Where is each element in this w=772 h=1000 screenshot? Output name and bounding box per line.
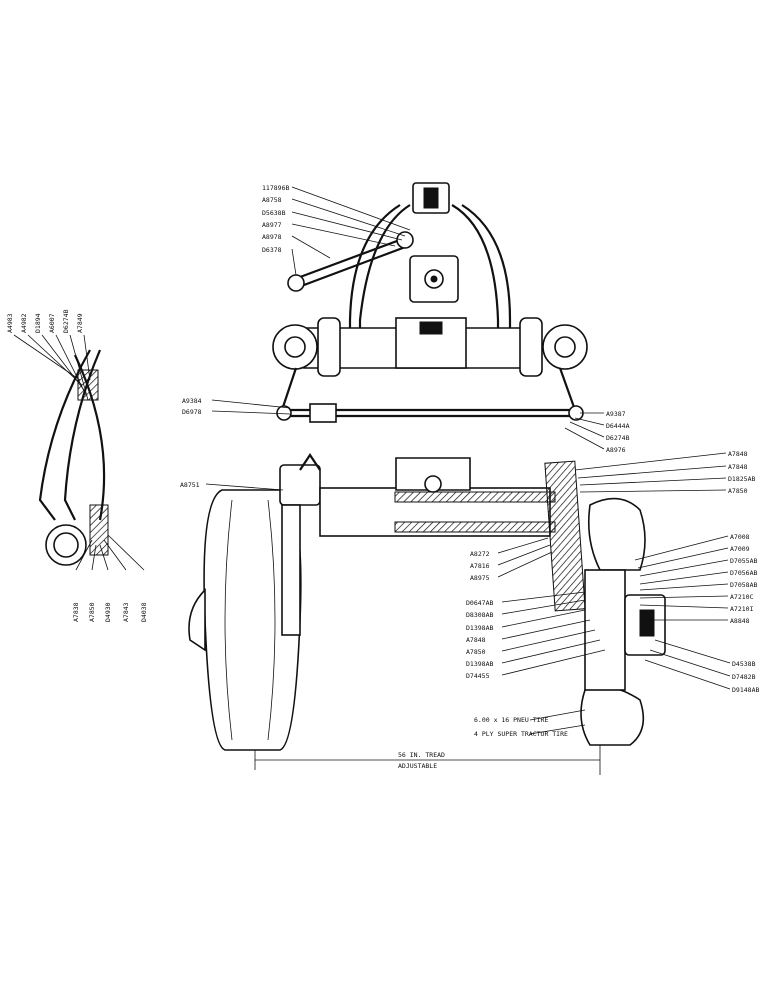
- part-label: D6978: [182, 408, 202, 416]
- part-label: D4538B: [732, 660, 756, 668]
- tire-note: 6.00 x 16 PNEU TIRE: [474, 716, 548, 724]
- part-label: A4982: [20, 313, 28, 333]
- tread-dimension-label: ADJUSTABLE: [398, 762, 437, 770]
- label-group-mid-center: A8272 A7816 A8975: [470, 550, 490, 582]
- part-label: A7843: [122, 602, 130, 622]
- part-label: A8977: [262, 221, 282, 229]
- label-group-right-upper: A7848 A7848 D1825AB A7850: [728, 450, 755, 495]
- part-label: D6444A: [606, 422, 630, 430]
- part-label: D6274B: [606, 434, 630, 442]
- label-group-top: 117896B A8758 D5638B A8977 A8978 D6378: [262, 184, 289, 254]
- part-label: 117896B: [262, 184, 289, 192]
- part-label: D1825AB: [728, 475, 755, 483]
- label-group-tie-rod-left: A9384 D6978: [182, 397, 202, 416]
- label-group-tie-rod-right: A9387 D6444A D6274B A8976: [606, 410, 630, 454]
- part-label: A9384: [182, 397, 202, 405]
- part-label: D0647AB: [466, 599, 493, 607]
- leader-lines: [13, 186, 731, 735]
- part-label: A7816: [470, 562, 490, 570]
- part-label: D4038: [140, 602, 148, 622]
- part-label: A7838: [72, 602, 80, 622]
- part-label: D7056AB: [730, 569, 757, 577]
- part-label: D1894: [34, 313, 42, 333]
- tread-dimension-label: 56 IN. TREAD: [398, 751, 445, 759]
- label-group-right-lower: D4538B D7482B D9148AB: [732, 660, 759, 694]
- part-label: A6007: [48, 313, 56, 333]
- part-label: A7850: [728, 487, 748, 495]
- part-label: A4983: [6, 313, 14, 333]
- part-label: D6274B: [62, 309, 70, 333]
- part-label: A7210I: [730, 605, 754, 613]
- part-label: A8751: [180, 481, 200, 489]
- part-label: A8978: [262, 233, 282, 241]
- part-label: D7055AB: [730, 557, 757, 565]
- part-label: A8975: [470, 574, 490, 582]
- tire-notes: 6.00 x 16 PNEU TIRE 4 PLY SUPER TRACTOR …: [474, 716, 568, 738]
- part-label: D74455: [466, 672, 490, 680]
- part-label: A7009: [730, 545, 750, 553]
- part-label: A7850: [88, 602, 96, 622]
- part-label: A7850: [466, 648, 486, 656]
- part-label: D7482B: [732, 673, 756, 681]
- front-elevation: [188, 453, 666, 775]
- part-label: A8758: [262, 196, 282, 204]
- part-label: D1398AB: [466, 660, 493, 668]
- part-label: D6378: [262, 246, 282, 254]
- label-group-center-lower: D0647AB D8308AB D1398AB A7848 A7850 D139…: [466, 599, 493, 680]
- left-side-view: [38, 349, 109, 566]
- label-group-left-view-bottom: A7838 A7850 D4930 A7843 D4038: [72, 602, 148, 622]
- part-label: A8272: [470, 550, 490, 558]
- top-axle-assembly: [272, 182, 588, 423]
- part-label: D7058AB: [730, 581, 757, 589]
- label-group-left-view-top: A4983 A4982 D1894 A6007 D6274B A7849: [6, 309, 84, 333]
- label-group-mid-left: A8751: [180, 481, 200, 489]
- part-label: A8976: [606, 446, 626, 454]
- part-label: D1398AB: [466, 624, 493, 632]
- part-label: D8308AB: [466, 611, 493, 619]
- tire-note: 4 PLY SUPER TRACTOR TIRE: [474, 730, 568, 738]
- part-label: D4930: [104, 602, 112, 622]
- part-label: A7210C: [730, 593, 754, 601]
- part-label: A7008: [730, 533, 750, 541]
- label-group-right-mid: A7008 A7009 D7055AB D7056AB D7058AB A721…: [730, 533, 757, 625]
- part-label: A9387: [606, 410, 626, 418]
- part-label: A7848: [728, 463, 748, 471]
- part-label: A7848: [466, 636, 486, 644]
- part-label: D9148AB: [732, 686, 759, 694]
- part-label: A7848: [728, 450, 748, 458]
- part-label: D5638B: [262, 209, 286, 217]
- part-label: A7849: [76, 313, 84, 333]
- tread-dimension: 56 IN. TREAD ADJUSTABLE: [398, 751, 445, 770]
- part-label: A8848: [730, 617, 750, 625]
